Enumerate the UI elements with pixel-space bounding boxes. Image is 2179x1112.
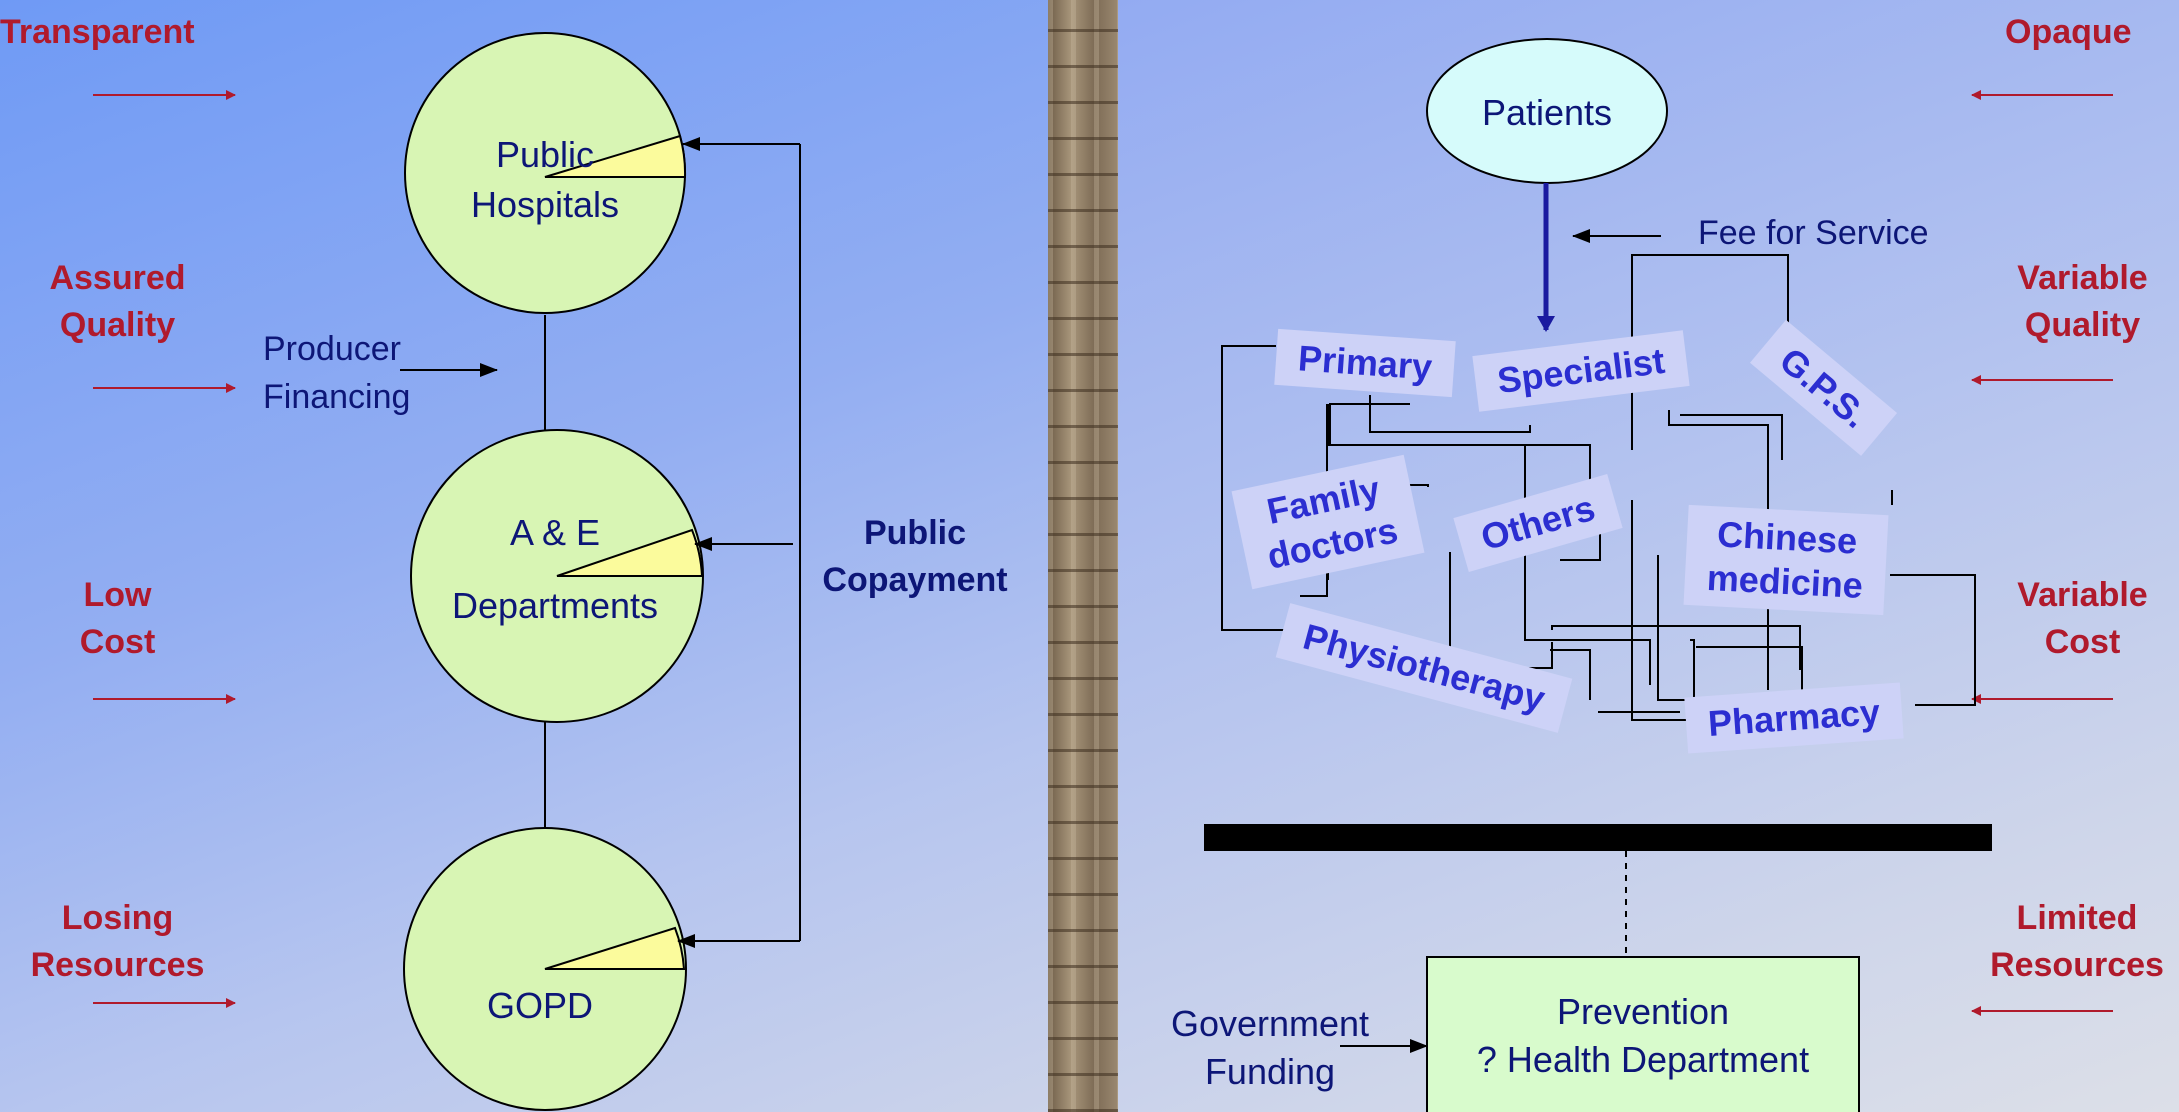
prevention-label: Prevention ? Health Department	[1427, 988, 1859, 1084]
label-variable-quality: Variable Quality	[1995, 255, 2170, 349]
public-hospitals-label: Public Hospitals	[440, 130, 650, 230]
gopd-label: GOPD	[486, 985, 593, 1026]
copayment-bracket	[677, 137, 801, 948]
prevention-line2: ? Health Department	[1476, 1039, 1810, 1080]
provider-connections	[1221, 254, 1976, 721]
prevention-line1: Prevention	[1556, 991, 1730, 1032]
label-variable-quality-line1: Variable	[2017, 259, 2148, 297]
right-red-arrows	[1971, 90, 2113, 1016]
public-copayment-line2: Copayment	[822, 561, 1008, 599]
label-variable-cost-line1: Variable	[2017, 576, 2148, 614]
label-transparent: Transparent	[0, 13, 195, 51]
government-funding-label: Government Funding	[1150, 1000, 1390, 1096]
public-copayment-label: Public Copayment	[805, 510, 1025, 604]
fee-for-service-label: Fee for Service	[1698, 214, 1929, 252]
public-hospitals-line1: Public	[495, 134, 595, 175]
prevention-box	[1426, 956, 1860, 1112]
label-opaque: Opaque	[2005, 13, 2132, 51]
producer-financing-line1: Producer	[263, 330, 401, 368]
chinese-medicine-line2: medicine	[1705, 556, 1864, 607]
label-low-cost: Low Cost	[30, 572, 205, 666]
tag-chinese-medicine: Chinese medicine	[1683, 504, 1889, 616]
producer-financing-label: Producer Financing	[263, 325, 410, 421]
departments-label: Departments	[451, 585, 659, 626]
producer-financing-line2: Financing	[263, 378, 411, 416]
label-low-cost-line2: Cost	[79, 623, 156, 661]
label-losing-resources-line2: Resources	[30, 946, 205, 984]
label-variable-quality-line2: Quality	[2024, 306, 2141, 344]
label-variable-cost-line2: Cost	[2044, 623, 2121, 661]
label-limited-resources: Limited Resources	[1975, 895, 2179, 989]
label-assured-quality-line1: Assured	[49, 259, 186, 297]
label-limited-resources-line2: Resources	[1990, 946, 2164, 984]
government-funding-line1: Government	[1170, 1003, 1370, 1044]
label-assured-quality: Assured Quality	[30, 255, 205, 349]
label-variable-cost: Variable Cost	[1995, 572, 2170, 666]
public-hospitals-line2: Hospitals	[470, 184, 620, 225]
left-red-arrows	[93, 90, 236, 1008]
ae-label: A & E	[509, 512, 601, 553]
label-assured-quality-line2: Quality	[59, 306, 176, 344]
label-losing-resources-line1: Losing	[61, 899, 174, 937]
label-limited-resources-line1: Limited	[2016, 899, 2138, 937]
government-funding-line2: Funding	[1204, 1051, 1336, 1092]
patients-label: Patients	[1481, 92, 1613, 133]
brick-wall-divider	[1048, 0, 1118, 1112]
separator-bar	[1204, 824, 1992, 851]
label-low-cost-line1: Low	[83, 576, 152, 614]
public-copayment-line1: Public	[863, 514, 967, 552]
label-losing-resources: Losing Resources	[10, 895, 225, 989]
